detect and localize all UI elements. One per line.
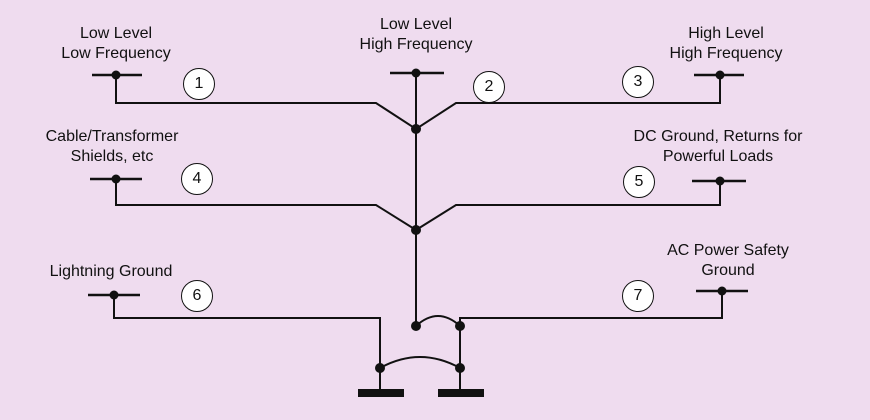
label-group-4: Cable/Transformer Shields, etc xyxy=(30,127,194,167)
label-line: Low Frequency xyxy=(61,45,171,62)
label-line: Low Level xyxy=(379,16,453,33)
label-group-6: Lightning Ground xyxy=(36,262,186,282)
label-group-7: AC Power Safety Ground xyxy=(650,241,806,281)
label-line: Ground xyxy=(701,262,755,279)
group-number-badge: 3 xyxy=(622,66,654,98)
label-line: Shields, etc xyxy=(70,148,154,165)
label-line: Low Level xyxy=(79,25,153,42)
label-group-3: High Level High Frequency xyxy=(656,24,796,64)
label-line: High Frequency xyxy=(669,45,783,62)
group-number-badge: 6 xyxy=(181,280,213,312)
label-line: AC Power Safety xyxy=(667,242,789,259)
label-group-2: Low Level High Frequency xyxy=(349,15,483,55)
label-line: Powerful Loads xyxy=(662,148,774,165)
label-group-1: Low Level Low Frequency xyxy=(50,24,182,64)
group-number-badge: 7 xyxy=(622,280,654,312)
label-line: High Frequency xyxy=(359,36,473,53)
label-line: DC Ground, Returns for xyxy=(633,128,803,145)
label-line: Lightning Ground xyxy=(49,263,173,280)
group-number-badge: 1 xyxy=(183,68,215,100)
group-number-badge: 2 xyxy=(473,71,505,103)
label-group-5: DC Ground, Returns for Powerful Loads xyxy=(620,127,816,167)
group-number-badge: 5 xyxy=(623,166,655,198)
label-line: High Level xyxy=(688,25,764,42)
label-line: Cable/Transformer xyxy=(45,128,179,145)
group-number-badge: 4 xyxy=(181,163,213,195)
